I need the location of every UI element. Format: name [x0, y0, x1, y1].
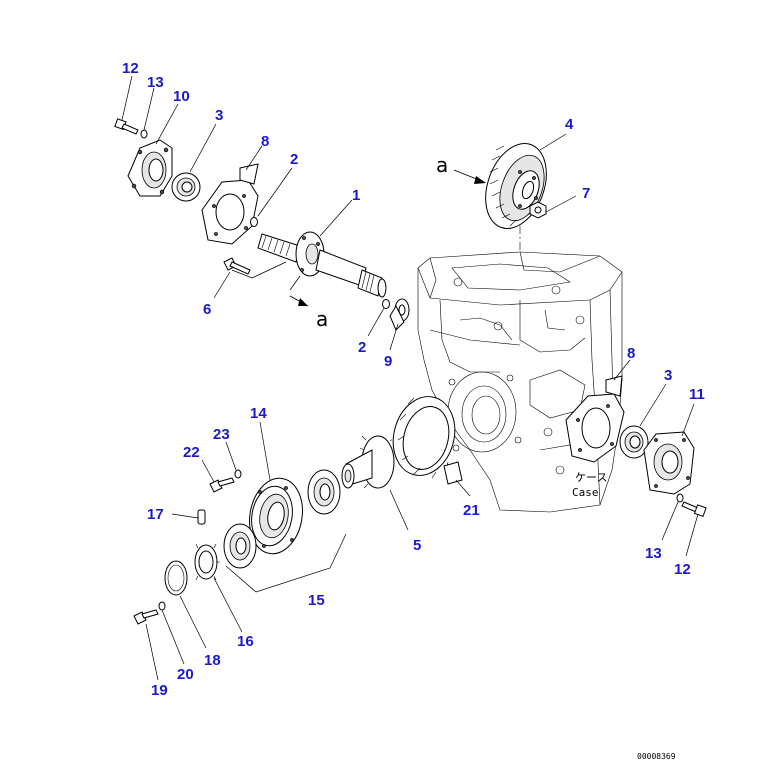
callout-12-right: 12 [674, 561, 691, 578]
view-letter-a-gear: a [436, 153, 448, 177]
callout-8-right: 8 [627, 345, 635, 362]
hub-14 [249, 477, 303, 555]
ring-18 [164, 560, 188, 596]
callout-15: 15 [308, 592, 325, 609]
cover-10 [127, 139, 173, 197]
case-label-japanese: ケース [575, 471, 607, 484]
callout-23: 23 [213, 426, 230, 443]
callout-20: 20 [177, 666, 194, 683]
callout-19: 19 [151, 682, 168, 699]
plate-9 [389, 298, 410, 331]
bearing-3-upper [171, 172, 201, 202]
view-arrow-a-gear [453, 169, 486, 184]
shim-8-upper [201, 163, 259, 245]
callout-3-right: 3 [664, 367, 672, 384]
bolt-22 [209, 477, 235, 493]
callout-13-right: 13 [645, 545, 662, 562]
housing-21 [392, 396, 463, 485]
shaft-1 [257, 231, 387, 298]
bearing-15-outer [307, 469, 341, 515]
seal-2-upper [250, 217, 258, 227]
washer-23 [234, 469, 242, 479]
callout-14: 14 [250, 405, 267, 422]
lock-16 [194, 543, 220, 581]
nut-7 [529, 201, 547, 219]
bolt-6 [223, 257, 251, 275]
cover-11 [643, 431, 695, 495]
pin-17 [197, 509, 206, 525]
callout-2-lower: 2 [358, 339, 366, 356]
callout-5: 5 [413, 537, 421, 554]
view-arrow-a-shaft [289, 275, 309, 307]
drawing-number: 00008369 [637, 752, 676, 761]
washer-13-right [676, 493, 684, 503]
callout-7: 7 [582, 185, 590, 202]
bearing-15-inner [223, 523, 257, 569]
callout-2-upper: 2 [290, 151, 298, 168]
callout-6: 6 [203, 301, 211, 318]
bolt-12-right [681, 501, 707, 518]
callout-16: 16 [237, 633, 254, 650]
leader-lines [121, 75, 699, 681]
callout-22: 22 [183, 444, 200, 461]
callout-8-upper: 8 [261, 133, 269, 150]
case-label-english: Case [572, 486, 599, 499]
bevel-gear-4 [485, 143, 547, 229]
callout-9: 9 [384, 353, 392, 370]
callout-18: 18 [204, 652, 221, 669]
seal-2-lower [382, 299, 390, 309]
bolt-19 [133, 609, 159, 625]
bolt-12-upper [114, 118, 139, 135]
bearing-3-right [619, 425, 649, 459]
callout-17: 17 [147, 506, 164, 523]
callout-11: 11 [689, 386, 705, 403]
callout-4: 4 [565, 116, 574, 133]
washer-13-upper [140, 129, 148, 139]
washer-20 [158, 601, 166, 611]
callout-21: 21 [463, 502, 480, 519]
callout-3-upper: 3 [215, 107, 223, 124]
view-letter-a-shaft: a [316, 307, 328, 331]
callout-13-upper: 13 [147, 74, 164, 91]
transmission-case [371, 188, 623, 513]
callout-10: 10 [173, 88, 190, 105]
callout-12-upper: 12 [122, 60, 139, 77]
callout-1: 1 [352, 187, 360, 204]
group-bracket-15 [225, 533, 347, 593]
shim-8-right [565, 375, 625, 463]
pinion-5 [341, 435, 395, 489]
